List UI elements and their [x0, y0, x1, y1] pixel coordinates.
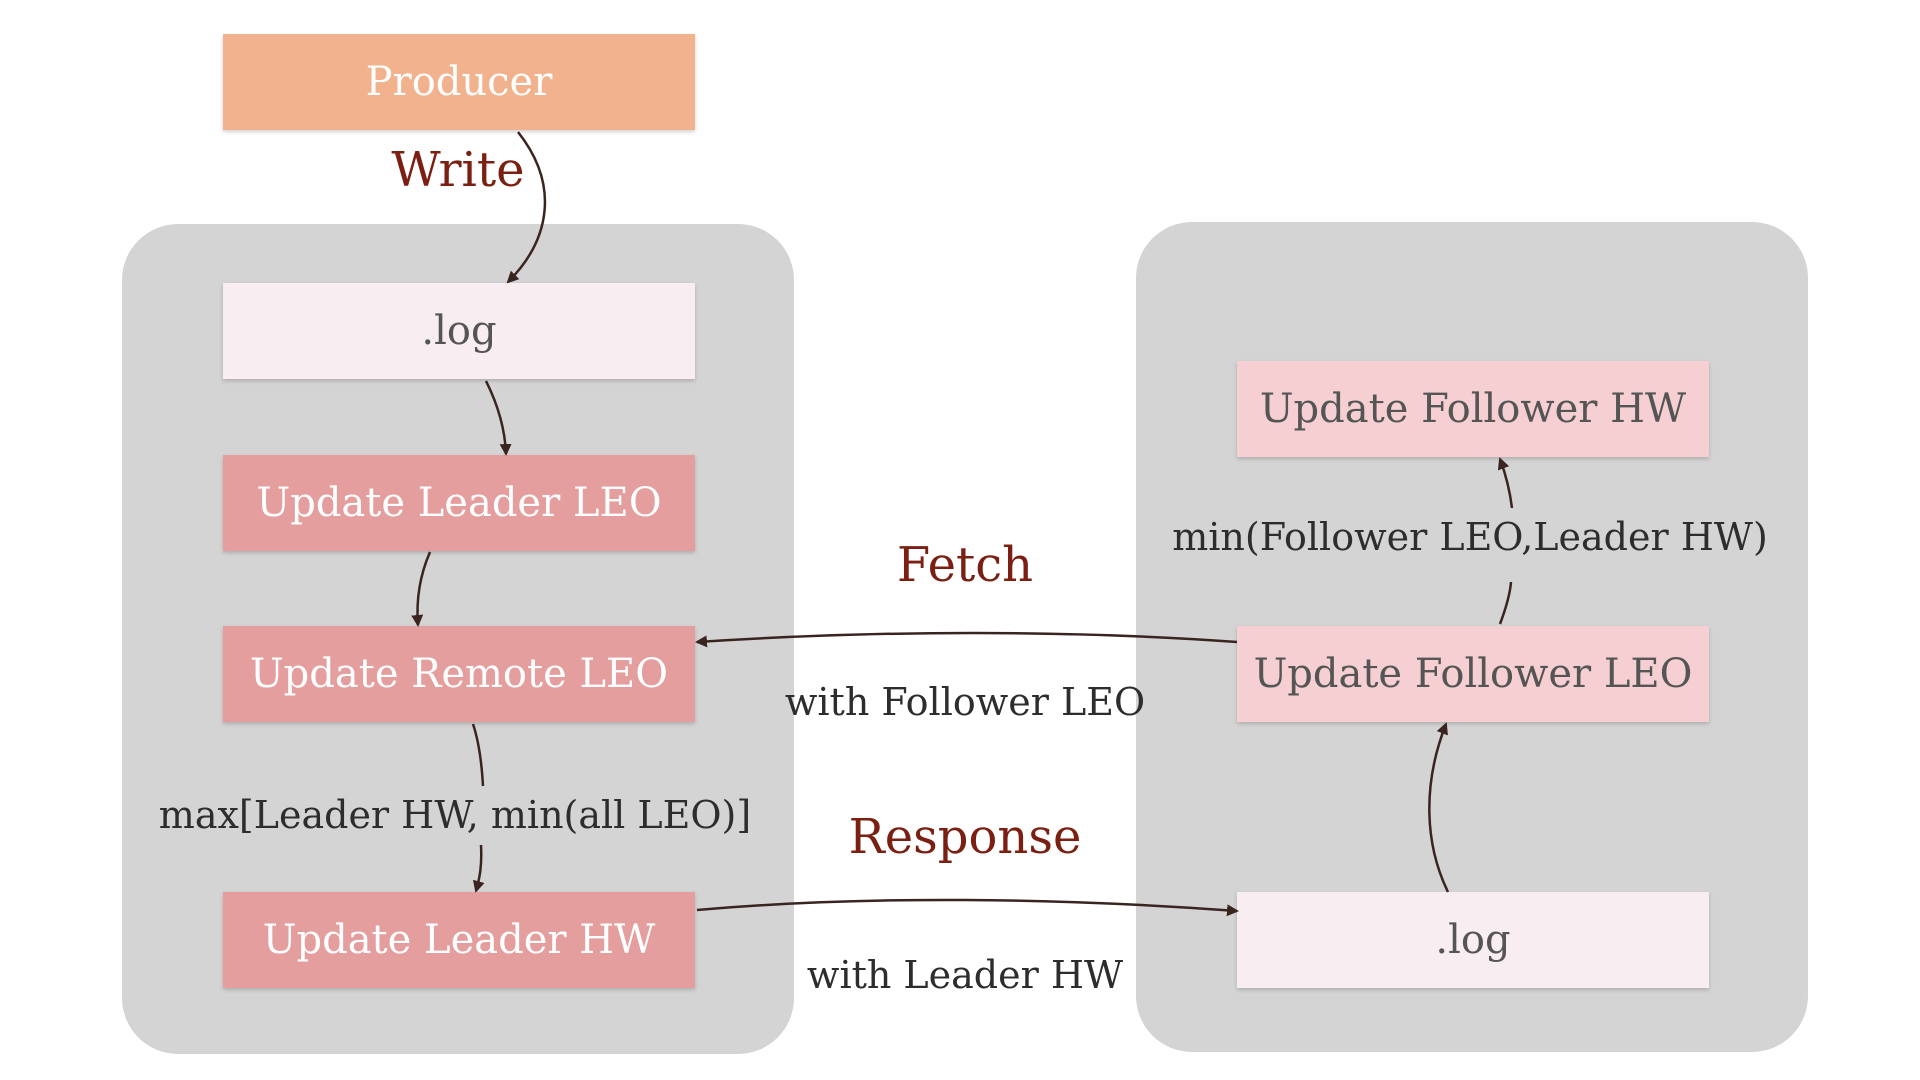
follower-log-box: .log [1237, 892, 1709, 988]
leader-hw-formula: max[Leader HW, min(all LEO)] [158, 793, 752, 837]
update-remote-leo-box: Update Remote LEO [223, 626, 695, 722]
response-label: Response [848, 809, 1082, 865]
update-leader-leo-box: Update Leader LEO [223, 455, 695, 551]
follower-hw-formula: min(Follower LEO,Leader HW) [1172, 515, 1768, 559]
write-label: Write [391, 142, 525, 198]
update-leader-hw-box: Update Leader HW [223, 892, 695, 988]
leader-log-box: .log [223, 283, 695, 379]
response-detail-label: with Leader HW [806, 953, 1124, 997]
producer-box: Producer [223, 34, 695, 130]
update-follower-leo-box: Update Follower LEO [1237, 626, 1709, 722]
fetch-detail-label: with Follower LEO [784, 680, 1146, 724]
update-follower-hw-box: Update Follower HW [1237, 361, 1709, 457]
fetch-label: Fetch [896, 537, 1034, 593]
